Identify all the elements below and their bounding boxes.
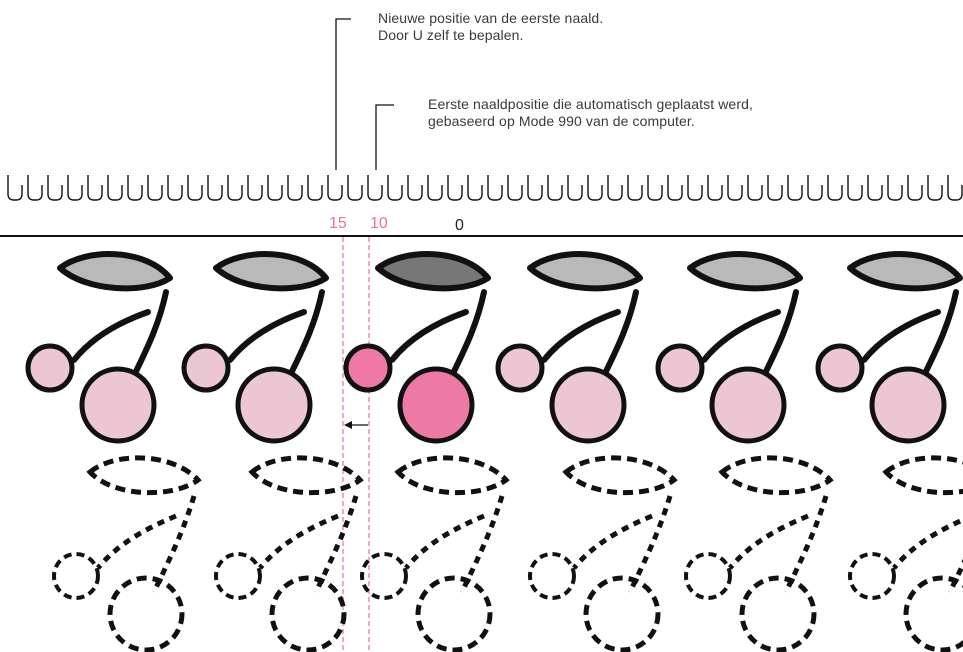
needle-hook-icon [207,175,223,201]
needle-hook-icon [367,175,383,201]
needle-hook-icon [947,175,963,201]
annotation-auto-position: Eerste naaldpositie die automatisch gepl… [428,96,753,130]
annotation-new-position: Nieuwe positie van de eerste naald. Door… [378,10,603,44]
needle-hook-icon [307,175,323,201]
annotation-new-position-line2: Door U zelf te bepalen. [378,27,524,43]
needle-hook-icon [607,175,623,201]
cherry-motif-icon [498,254,640,441]
needle-hook-icon [627,175,643,201]
needle-hook-icon [547,175,563,201]
needle-hook-icon [927,175,943,201]
needle-hook-icon [667,175,683,201]
cherry-outline-icon [54,458,198,650]
needle-hook-icon [447,175,463,201]
needle-hook-icon [167,175,183,201]
callout-line-new-position [335,18,351,170]
needle-hook-icon [27,175,43,201]
cherry-motif-icon [346,254,488,441]
needle-number-zero: 0 [455,217,464,234]
needle-hook-icon [787,175,803,201]
needle-hook-icon [227,175,243,201]
annotation-auto-position-line2: gebaseerd op Mode 990 van de computer. [428,113,695,129]
needle-hook-icon [767,175,783,201]
cherry-outline-icon [686,458,830,650]
annotation-auto-position-line1: Eerste naaldpositie die automatisch gepl… [428,96,753,112]
needle-hook-icon [687,175,703,201]
needle-hook-icon [187,175,203,201]
needle-hook-icon [887,175,903,201]
arrow-left-icon [344,421,368,429]
needle-hook-icon [587,175,603,201]
needle-hook-icon [127,175,143,201]
needle-hook-icon [567,175,583,201]
needle-number-auto: 10 [370,215,388,232]
needle-hook-icon [47,175,63,201]
needle-bed [7,175,963,201]
cherry-motif-icon [818,254,960,441]
cherry-outline-icon [362,458,506,650]
cherry-motif-icon [184,254,326,441]
cherry-outline-icon [530,458,674,650]
needle-hook-icon [7,175,23,201]
needle-number-new: 15 [329,215,347,232]
needle-hook-icon [407,175,423,201]
needle-hook-icon [67,175,83,201]
needle-hook-icon [427,175,443,201]
cherry-motif-icon [28,254,170,441]
cherry-outline-icon [216,458,360,650]
needle-hook-icon [387,175,403,201]
needle-hook-icon [87,175,103,201]
needle-hook-icon [327,175,343,201]
needle-hook-icon [147,175,163,201]
needle-hook-icon [707,175,723,201]
needle-hook-icon [867,175,883,201]
annotation-new-position-line1: Nieuwe positie van de eerste naald. [378,10,604,26]
needle-hook-icon [827,175,843,201]
needle-hook-icon [467,175,483,201]
needle-hook-icon [527,175,543,201]
needle-hook-icon [267,175,283,201]
needle-hook-icon [507,175,523,201]
needle-hook-icon [647,175,663,201]
callout-line-auto-position [375,104,394,170]
needle-hook-icon [247,175,263,201]
needle-hook-icon [487,175,503,201]
needle-hook-icon [907,175,923,201]
cherry-outline-icon [850,458,963,650]
needle-hook-icon [847,175,863,201]
needle-hook-icon [107,175,123,201]
needle-hook-icon [807,175,823,201]
needle-hook-icon [727,175,743,201]
needle-hook-icon [347,175,363,201]
cherry-motif-icon [658,254,800,441]
needle-hook-icon [287,175,303,201]
needle-hook-icon [747,175,763,201]
